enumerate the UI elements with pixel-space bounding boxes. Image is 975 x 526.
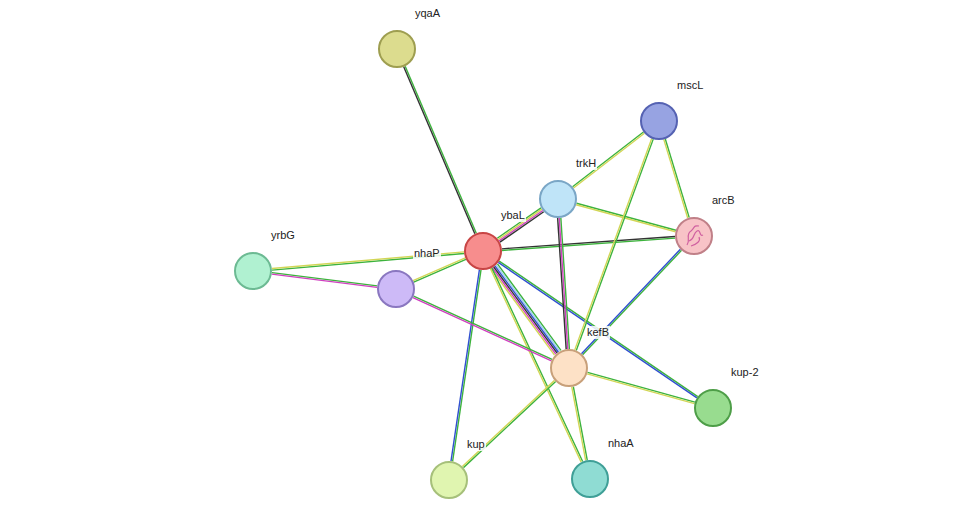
edge-strand bbox=[574, 133, 645, 188]
interaction-edge bbox=[573, 132, 645, 188]
edge-strand bbox=[414, 296, 552, 359]
node-label: nhaP bbox=[413, 247, 441, 260]
edge-strand bbox=[498, 209, 542, 239]
protein-circle bbox=[378, 30, 416, 68]
interaction-edge bbox=[413, 258, 466, 282]
protein-circle bbox=[640, 102, 678, 140]
edge-strand bbox=[573, 387, 587, 461]
protein-circle bbox=[377, 270, 415, 308]
interaction-edge bbox=[413, 296, 552, 361]
interaction-edge bbox=[572, 387, 588, 461]
node-label: arcB bbox=[711, 194, 736, 207]
interaction-edge bbox=[497, 208, 544, 242]
node-label: kup-2 bbox=[730, 366, 760, 379]
protein-node: trkH bbox=[539, 180, 577, 218]
protein-circle bbox=[430, 461, 468, 499]
edge-strand bbox=[587, 374, 694, 404]
edge-strand bbox=[581, 249, 680, 353]
node-label: ybaL bbox=[500, 209, 526, 222]
protein-node: kefB bbox=[550, 349, 588, 387]
node-label: yrbG bbox=[270, 229, 296, 242]
protein-node: mscL bbox=[640, 102, 678, 140]
edge-strand bbox=[498, 262, 697, 398]
edge-strand bbox=[453, 270, 481, 461]
edge-strand bbox=[272, 273, 377, 286]
edge-strand bbox=[665, 139, 689, 218]
edge-strand bbox=[575, 139, 652, 350]
interaction-edge bbox=[664, 139, 689, 218]
edge-strand bbox=[497, 264, 560, 350]
edge-strand bbox=[462, 380, 554, 466]
edge-strand bbox=[502, 238, 675, 250]
edge-strand bbox=[491, 269, 554, 355]
protein-node: yqaA bbox=[378, 30, 416, 68]
edge-strand bbox=[404, 67, 475, 234]
protein-circle bbox=[675, 217, 713, 255]
protein-circle bbox=[571, 460, 609, 498]
protein-circle bbox=[539, 180, 577, 218]
protein-circle bbox=[550, 349, 588, 387]
protein-circle bbox=[464, 232, 502, 270]
node-label: yqaA bbox=[414, 7, 441, 20]
protein-node: yrbG bbox=[234, 252, 272, 290]
edge-strand bbox=[405, 66, 476, 233]
interaction-edge bbox=[558, 218, 570, 349]
edge-strand bbox=[572, 387, 586, 461]
interaction-edge bbox=[462, 380, 555, 467]
node-label: nhaA bbox=[607, 437, 635, 450]
interaction-edge bbox=[587, 372, 695, 403]
protein-node: nhaA bbox=[571, 460, 609, 498]
edge-strand bbox=[272, 274, 377, 287]
interaction-edge bbox=[451, 270, 481, 462]
edge-strand bbox=[558, 218, 567, 349]
edge-strand bbox=[664, 139, 688, 218]
edge-strand bbox=[414, 259, 466, 282]
edge-strand bbox=[559, 218, 568, 349]
protein-circle bbox=[694, 389, 732, 427]
protein-node: arcB bbox=[675, 217, 713, 255]
interaction-edge bbox=[502, 237, 675, 251]
protein-node: kup-2 bbox=[694, 389, 732, 427]
node-label: kup bbox=[466, 438, 486, 451]
interaction-edge bbox=[581, 249, 681, 355]
protein-circle bbox=[234, 252, 272, 290]
structure-icon bbox=[677, 219, 711, 253]
edge-strand bbox=[463, 382, 555, 468]
edge-strand bbox=[573, 132, 644, 187]
edge-strand bbox=[497, 208, 541, 238]
node-label: trkH bbox=[575, 157, 597, 170]
node-label: kefB bbox=[586, 326, 610, 339]
edge-strand bbox=[413, 258, 465, 281]
node-label: mscL bbox=[676, 79, 704, 92]
edge-strand bbox=[502, 237, 675, 249]
edge-strand bbox=[588, 372, 695, 402]
protein-node: ybaL bbox=[464, 232, 502, 270]
interaction-edge bbox=[272, 273, 377, 288]
edge-strand bbox=[451, 270, 479, 461]
protein-node: kup bbox=[430, 461, 468, 499]
interaction-edge bbox=[404, 66, 477, 234]
protein-node: nhaP bbox=[377, 270, 415, 308]
edge-strand bbox=[583, 250, 682, 354]
edge-strand bbox=[413, 298, 551, 361]
